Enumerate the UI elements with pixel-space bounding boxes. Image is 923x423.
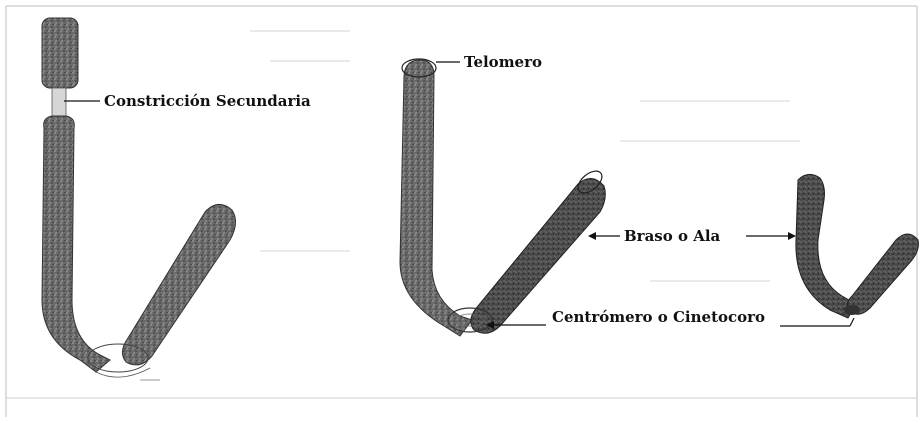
chromosome-middle <box>400 59 606 336</box>
label-group-arm: Braso o Ala <box>588 227 796 245</box>
secondary-constriction-stalk <box>52 88 66 118</box>
short-arm <box>847 234 918 314</box>
long-arm <box>796 174 856 318</box>
label-group-centromere: Centrómero o Cinetocoro <box>486 308 854 329</box>
satellite <box>42 18 78 88</box>
long-arm <box>42 116 110 372</box>
long-arm <box>400 60 472 336</box>
label-secondary-constriction: Constricción Secundaria <box>104 92 311 110</box>
label-centromere: Centrómero o Cinetocoro <box>552 308 765 326</box>
centromere-arc <box>96 368 150 377</box>
label-group-telomere: Telomero <box>436 53 542 71</box>
chromosome-right <box>796 174 919 318</box>
centromere <box>844 305 860 315</box>
label-arm: Braso o Ala <box>624 227 721 245</box>
label-group-secondary-constriction: Constricción Secundaria <box>64 92 311 110</box>
label-telomere: Telomero <box>464 53 542 71</box>
pointer-right-tip <box>850 318 854 326</box>
arrowhead-right <box>788 232 796 240</box>
short-arm <box>122 204 235 364</box>
chromosome-left <box>42 18 236 380</box>
arrowhead-left <box>588 232 596 240</box>
